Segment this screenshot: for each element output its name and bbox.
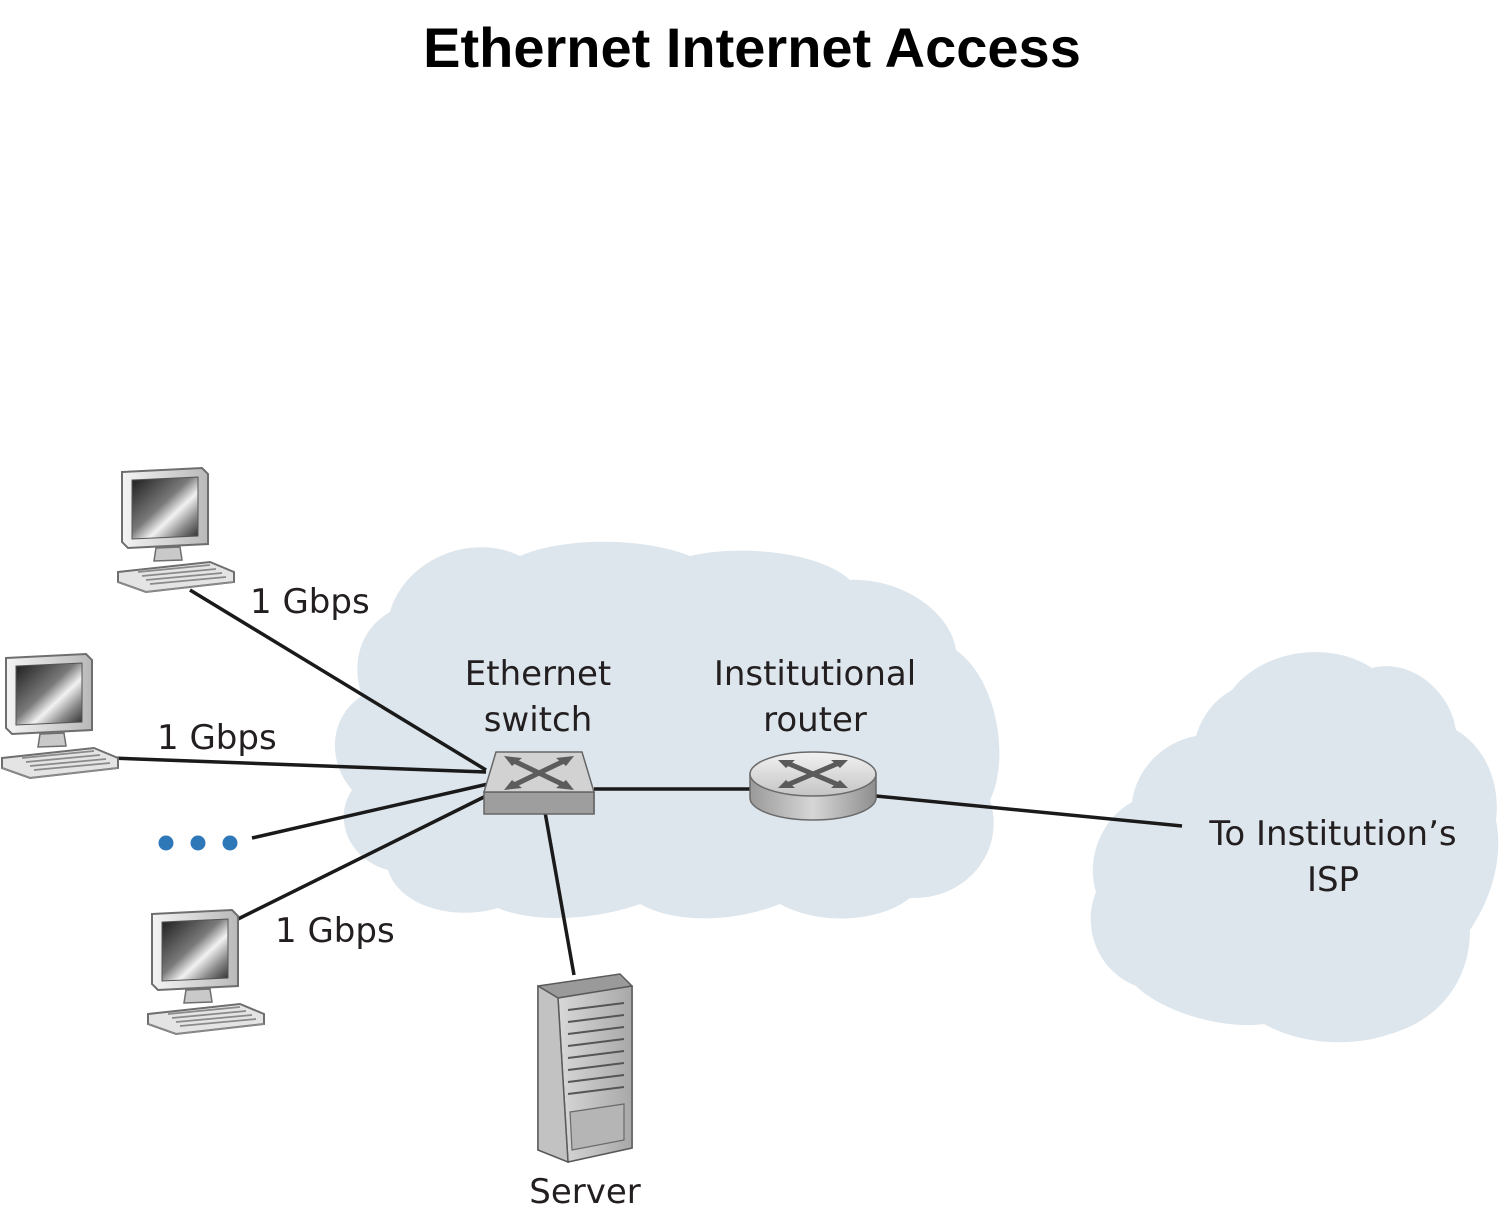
isp-label-line2: ISP (1307, 860, 1359, 900)
switch-label-line1: Ethernet (465, 654, 611, 694)
link-speed-label-top: 1 Gbps (250, 582, 370, 622)
isp-label-line1: To Institution’s (1208, 814, 1456, 854)
computer-icon-bottom (147, 909, 265, 1035)
link-server (543, 811, 576, 976)
computer-icon-top (117, 467, 235, 593)
more-computers-ellipsis (158, 835, 238, 851)
link-middle-computer (109, 756, 487, 774)
router-icon (749, 751, 877, 821)
link-top-computer (189, 588, 487, 772)
router-label-line2: router (763, 700, 867, 740)
link-router-isp (875, 794, 1183, 828)
switch-label-line2: switch (484, 700, 593, 740)
ethernet-switch-icon (482, 751, 596, 815)
local-network-cloud (334, 541, 1000, 919)
link-ellipsis (251, 782, 489, 840)
network-links (109, 588, 1183, 976)
link-bottom-computer (235, 792, 491, 922)
link-speed-label-bottom: 1 Gbps (275, 911, 395, 951)
link-speed-label-middle: 1 Gbps (157, 718, 277, 758)
router-label-line1: Institutional (714, 654, 916, 694)
computer-icon-middle (1, 653, 119, 779)
isp-cloud (1090, 652, 1499, 1043)
server-label: Server (529, 1172, 641, 1208)
server-icon (537, 973, 633, 1164)
page-title: Ethernet Internet Access (423, 16, 1081, 79)
